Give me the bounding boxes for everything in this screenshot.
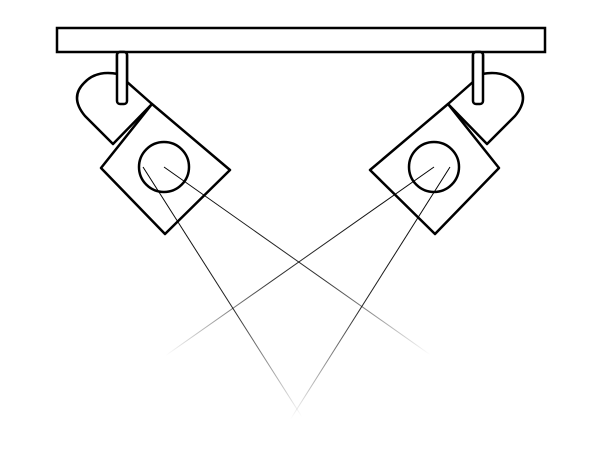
light-beam-icon bbox=[142, 166, 451, 421]
right-rear-housing bbox=[446, 71, 525, 146]
spotlight-right-icon bbox=[368, 50, 525, 236]
left-beam-edge-2 bbox=[163, 166, 433, 357]
spotlight-left-icon bbox=[75, 50, 232, 236]
ceiling-rail-icon bbox=[55, 26, 547, 54]
right-beam-edge-2 bbox=[164, 166, 435, 357]
left-rear-housing bbox=[75, 71, 154, 146]
left-beam-edge-1 bbox=[142, 166, 303, 418]
right-beam-edge-1 bbox=[289, 166, 451, 421]
